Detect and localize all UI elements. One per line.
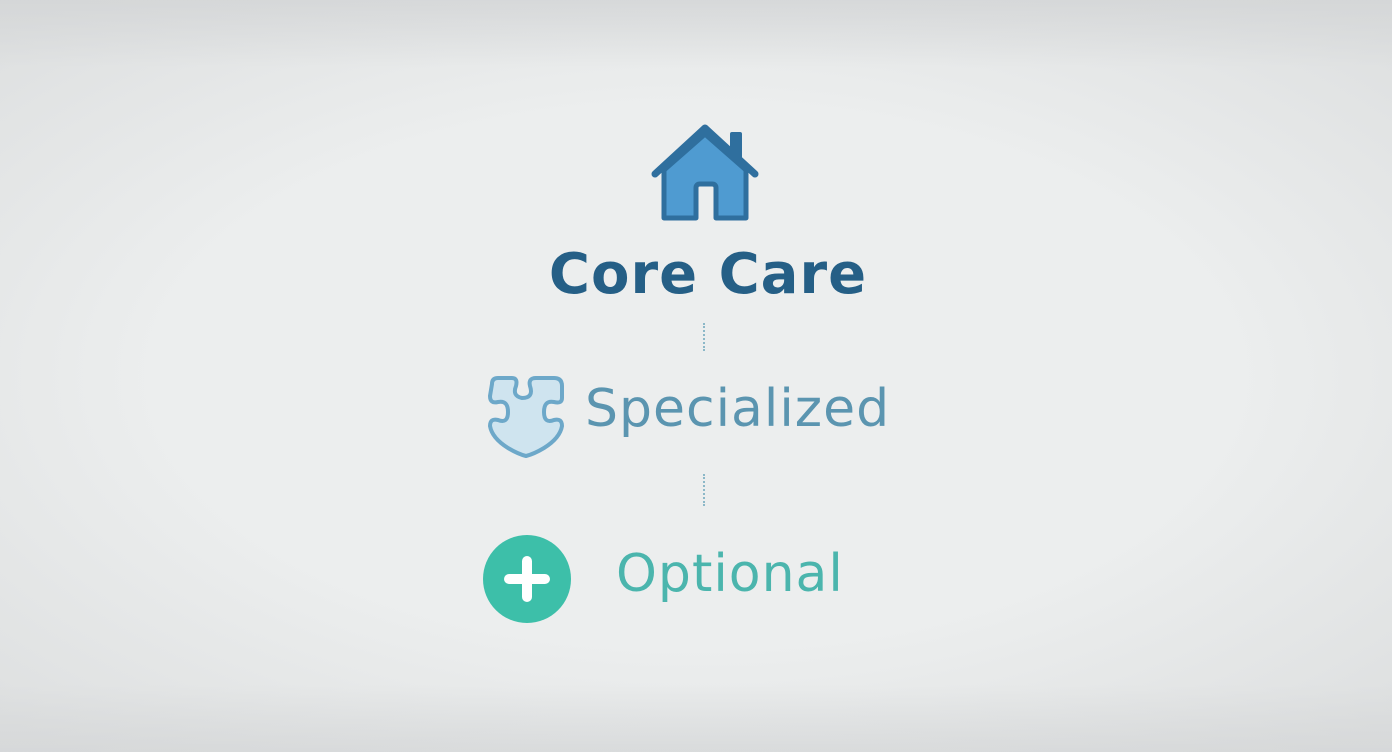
connector-dotted-line xyxy=(703,323,709,351)
connector-dotted-line xyxy=(703,474,709,506)
tier-optional-title: Optional xyxy=(616,544,844,604)
house-icon xyxy=(650,122,760,224)
tier-specialized-title: Specialized xyxy=(585,379,891,439)
puzzle-icon xyxy=(482,372,570,462)
tier-core-title: Core Care xyxy=(548,242,868,307)
plus-icon xyxy=(482,534,572,624)
